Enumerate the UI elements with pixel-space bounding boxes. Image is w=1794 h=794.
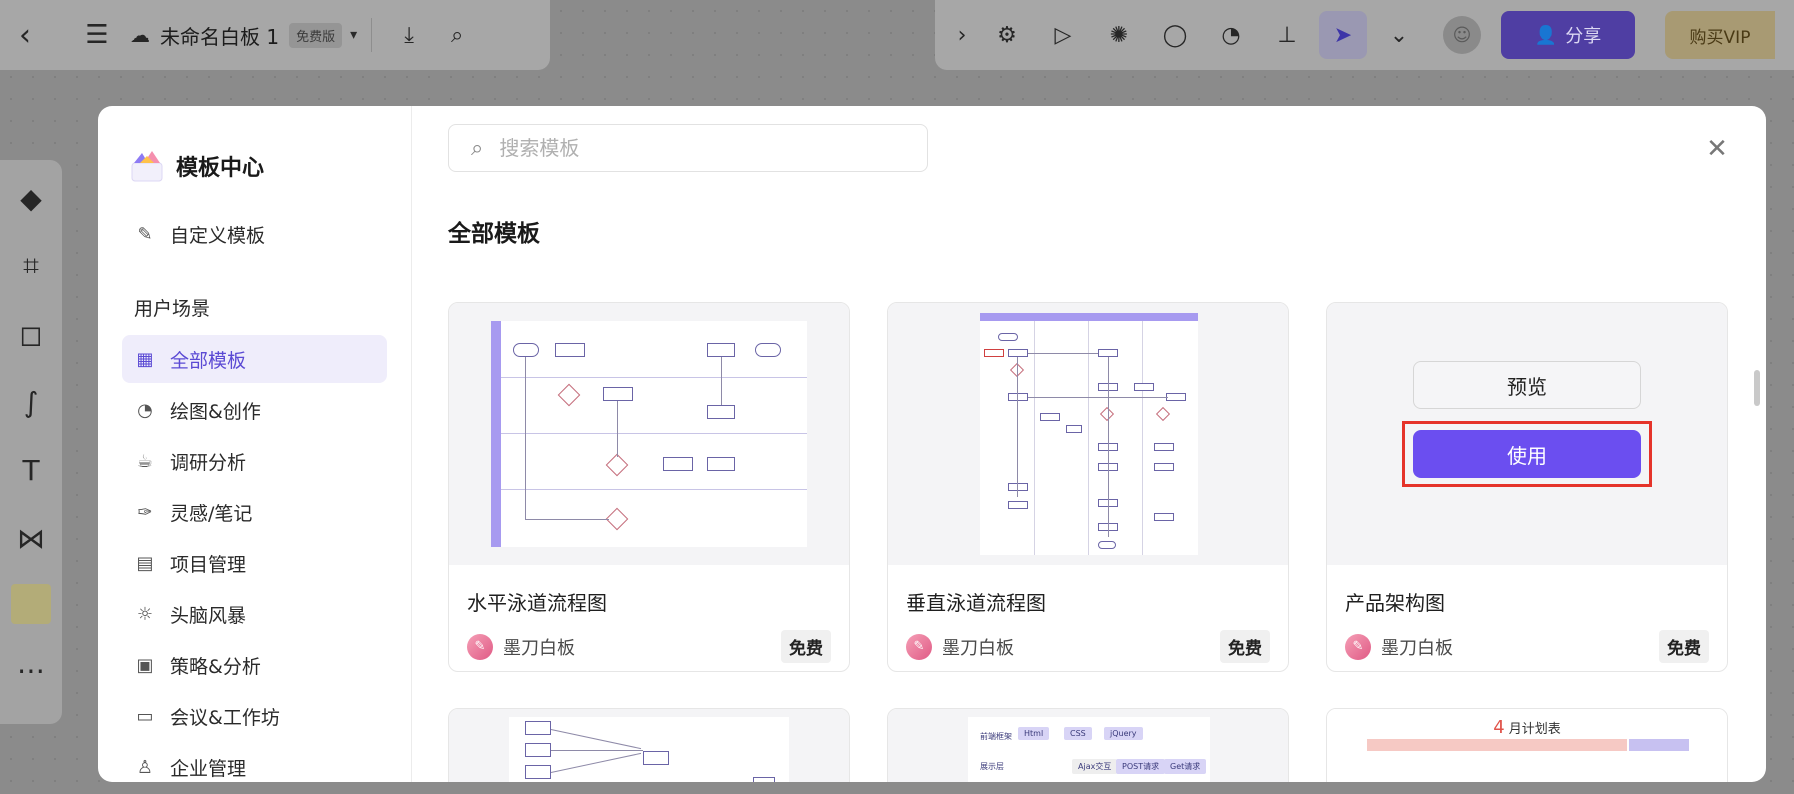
buy-vip-button[interactable]: 购买VIP <box>1665 11 1775 59</box>
use-template-button[interactable]: 使用 <box>1413 430 1641 478</box>
timer-icon[interactable]: ◔ <box>1221 22 1241 48</box>
price-badge: 免费 <box>1220 630 1270 663</box>
shape-icon[interactable]: ◻ <box>19 317 43 351</box>
author-avatar: ✎ <box>1345 633 1371 660</box>
more-icon[interactable]: ⋯ <box>17 653 45 687</box>
user-icon: 👤 <box>1534 24 1558 46</box>
edit-chart-icon: ✎ <box>137 223 153 245</box>
author-name: 墨刀白板 <box>503 637 575 659</box>
template-thumbnail <box>449 303 849 565</box>
document-title[interactable]: 未命名白板 1 <box>160 24 280 49</box>
template-card-horizontal-swimlane[interactable]: 水平泳道流程图 ✎ 墨刀白板 免费 <box>448 302 850 672</box>
comment-icon[interactable]: ◯ <box>1162 22 1188 48</box>
frame-icon[interactable]: ⌗ <box>23 249 39 282</box>
close-icon[interactable]: ✕ <box>1706 134 1728 164</box>
calendar-title: 4 月计划表 <box>1493 717 1561 738</box>
template-card-vertical-swimlane[interactable]: 垂直泳道流程图 ✎ 墨刀白板 免费 <box>887 302 1289 672</box>
section-label: 用户场景 <box>134 298 211 320</box>
hover-actions: 预览 使用 <box>1327 303 1727 565</box>
search-icon: ⌕ <box>471 135 484 161</box>
price-badge: 免费 <box>781 630 831 663</box>
price-badge: 免费 <box>1659 630 1709 663</box>
back-icon[interactable]: ‹ <box>19 17 31 53</box>
template-thumbnail: 预览 使用 <box>1327 303 1727 565</box>
nav-item-drawing[interactable]: ◔ 绘图&创作 <box>122 386 387 434</box>
avatar[interactable]: ☺ <box>1443 16 1481 54</box>
presentation-icon: ▭ <box>136 705 154 727</box>
text-icon[interactable]: T <box>22 453 40 487</box>
nav-item-notes[interactable]: ✑ 灵感/笔记 <box>122 488 387 536</box>
lightbulb-icon: ☼ <box>136 603 154 625</box>
left-tool-rail: ◆ ⌗ ◻ ∫ T ⋈ ⋯ <box>0 160 62 724</box>
highlight-box: 使用 <box>1402 421 1652 487</box>
card-title: 水平泳道流程图 <box>467 591 607 615</box>
nav-item-strategy[interactable]: ▣ 策略&分析 <box>122 641 387 689</box>
grid-icon: ▦ <box>136 348 154 370</box>
thumbnail-paper <box>980 313 1198 555</box>
top-left-toolbar: ‹ ☰ ☁ 未命名白板 1 免费版 ▾ ⤓ ⌕ <box>0 0 550 70</box>
plugin-icon[interactable]: ⚙ <box>997 22 1017 48</box>
celebrate-icon[interactable]: ✺ <box>1109 22 1129 48</box>
template-card[interactable]: 4 月计划表 <box>1326 708 1728 782</box>
cup-icon: ☕ <box>136 450 154 472</box>
card-title: 产品架构图 <box>1345 591 1445 615</box>
template-thumbnail: 4 月计划表 <box>1327 709 1727 782</box>
clipboard-icon: ▤ <box>136 552 154 574</box>
org-chart-icon: ♙ <box>136 756 154 778</box>
author-avatar: ✎ <box>467 633 493 660</box>
more-chevrons-icon[interactable]: ⌄ <box>1389 22 1409 48</box>
author-avatar: ✎ <box>906 633 932 660</box>
preview-button[interactable]: 预览 <box>1413 361 1641 409</box>
template-center-logo-icon <box>130 149 164 183</box>
cursor-follow-icon[interactable]: ➤ <box>1319 11 1367 59</box>
nav-item-meeting[interactable]: ▭ 会议&工作坊 <box>122 692 387 740</box>
card-title: 垂直泳道流程图 <box>906 591 1046 615</box>
nav-item-research[interactable]: ☕ 调研分析 <box>122 437 387 485</box>
chevron-down-icon[interactable]: ▾ <box>350 27 358 43</box>
feather-icon: ✑ <box>137 501 153 523</box>
nav-item-enterprise[interactable]: ♙ 企业管理 <box>122 743 387 782</box>
share-button[interactable]: 👤 分享 <box>1501 11 1635 59</box>
nav-item-project[interactable]: ▤ 项目管理 <box>122 539 387 587</box>
toolbar-divider <box>371 18 373 52</box>
template-grid: 水平泳道流程图 ✎ 墨刀白板 免费 <box>448 302 1766 782</box>
template-thumbnail: 前端框架 Html CSS jQuery 展示层 Ajax交互 POST请求 G… <box>888 709 1288 782</box>
template-main: ⌕ ✕ 全部模板 <box>412 106 1766 782</box>
play-icon[interactable]: ▷ <box>1054 22 1072 48</box>
mindmap-icon[interactable]: ⋈ <box>17 521 45 555</box>
template-thumbnail <box>888 303 1288 565</box>
template-center-modal: 模板中心 ✎ 自定义模板 用户场景 ▦ 全部模板 ◔ 绘图&创作 ☕ 调研分析 … <box>98 106 1766 782</box>
page-title: 全部模板 <box>448 221 540 247</box>
pie-chart-icon: ◔ <box>137 399 153 421</box>
cloud-sync-icon: ☁ <box>130 23 150 47</box>
briefcase-icon: ▣ <box>136 654 154 676</box>
author-name: 墨刀白板 <box>1381 637 1453 659</box>
template-card[interactable] <box>448 708 850 782</box>
author-name: 墨刀白板 <box>942 637 1014 659</box>
nav-item-brainstorm[interactable]: ☼ 头脑风暴 <box>122 590 387 638</box>
connector-icon[interactable]: ∫ <box>23 385 39 419</box>
template-card[interactable]: 前端框架 Html CSS jQuery 展示层 Ajax交互 POST请求 G… <box>887 708 1289 782</box>
template-icon[interactable]: ◆ <box>20 181 42 215</box>
sticky-note-icon[interactable] <box>11 584 51 624</box>
vote-icon[interactable]: ⊥ <box>1277 22 1297 48</box>
search-input[interactable] <box>499 136 880 160</box>
brand: 模板中心 <box>98 146 411 186</box>
menu-icon[interactable]: ☰ <box>85 20 109 50</box>
scrollbar[interactable] <box>1754 370 1760 406</box>
plan-badge: 免费版 <box>289 22 343 48</box>
template-thumbnail <box>449 709 849 782</box>
template-sidebar: 模板中心 ✎ 自定义模板 用户场景 ▦ 全部模板 ◔ 绘图&创作 ☕ 调研分析 … <box>98 106 412 782</box>
expand-arrow-icon[interactable]: › <box>957 22 967 48</box>
nav-item-all-templates[interactable]: ▦ 全部模板 <box>122 335 387 383</box>
brand-title: 模板中心 <box>176 156 265 181</box>
search-icon[interactable]: ⌕ <box>450 22 464 48</box>
category-nav: ▦ 全部模板 ◔ 绘图&创作 ☕ 调研分析 ✑ 灵感/笔记 ▤ 项目管理 ☼ 头… <box>98 335 411 782</box>
top-right-toolbar: › ⚙ ▷ ✺ ◯ ◔ ⊥ ➤ ⌄ ☺ 👤 分享 购买VIP <box>935 0 1794 70</box>
search-box: ⌕ <box>448 124 928 172</box>
download-icon[interactable]: ⤓ <box>404 22 414 48</box>
custom-template-link[interactable]: ✎ 自定义模板 <box>98 216 411 252</box>
thumbnail-paper <box>491 321 807 547</box>
template-card-product-architecture[interactable]: 预览 使用 产品架构图 ✎ 墨刀白板 免费 <box>1326 302 1728 672</box>
